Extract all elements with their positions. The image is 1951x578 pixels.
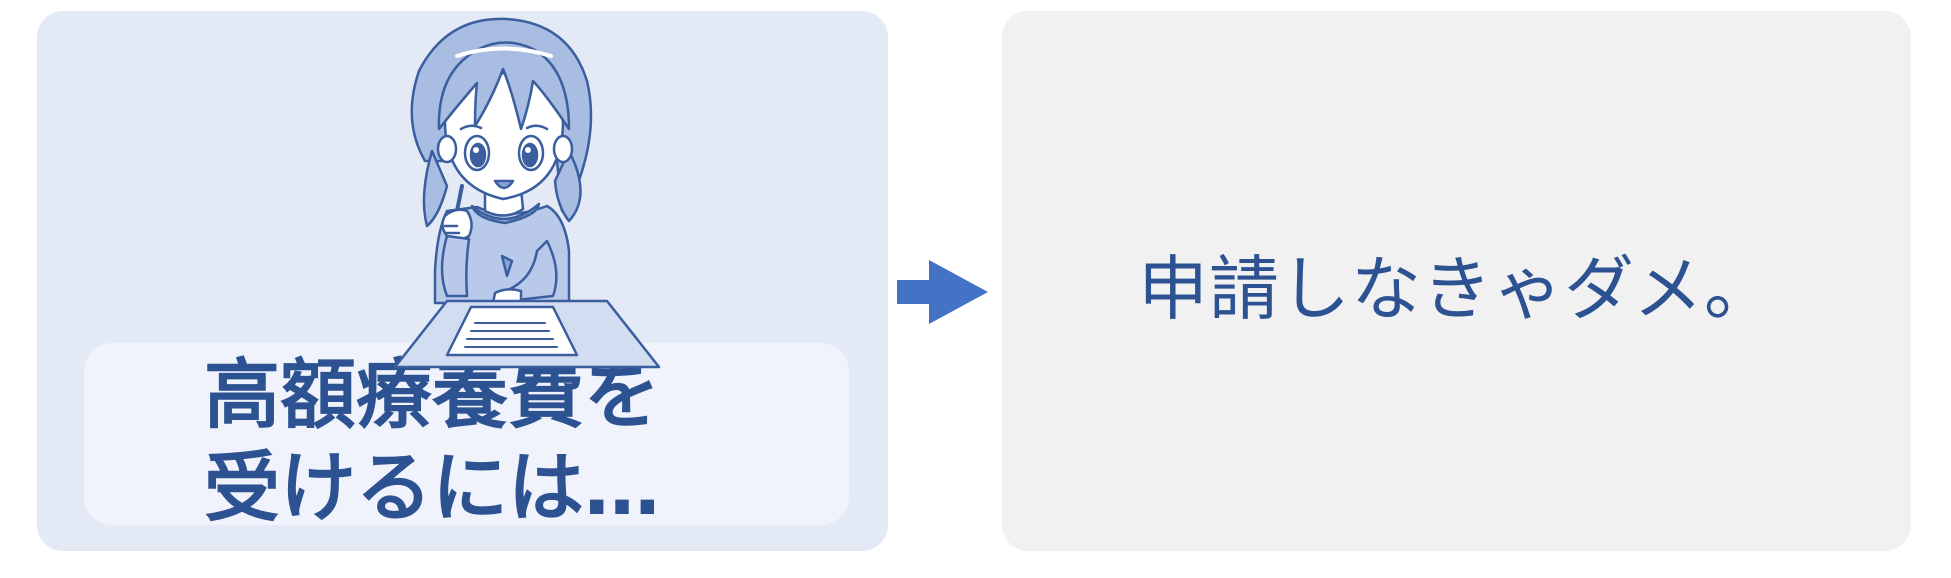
girl-writing-document-illustration: [393, 17, 661, 369]
arrow-right-icon: [897, 260, 988, 324]
caption-line-2: 受けるには…: [204, 443, 660, 532]
left-panel: 高額療養費を 受けるには…: [37, 11, 888, 551]
caption-box: [84, 343, 849, 525]
caption-text: 高額療養費を 受けるには…: [204, 348, 704, 534]
right-panel-text: 申請しなきゃダメ。: [1138, 248, 1775, 330]
right-panel: 申請しなきゃダメ。: [1002, 11, 1911, 551]
